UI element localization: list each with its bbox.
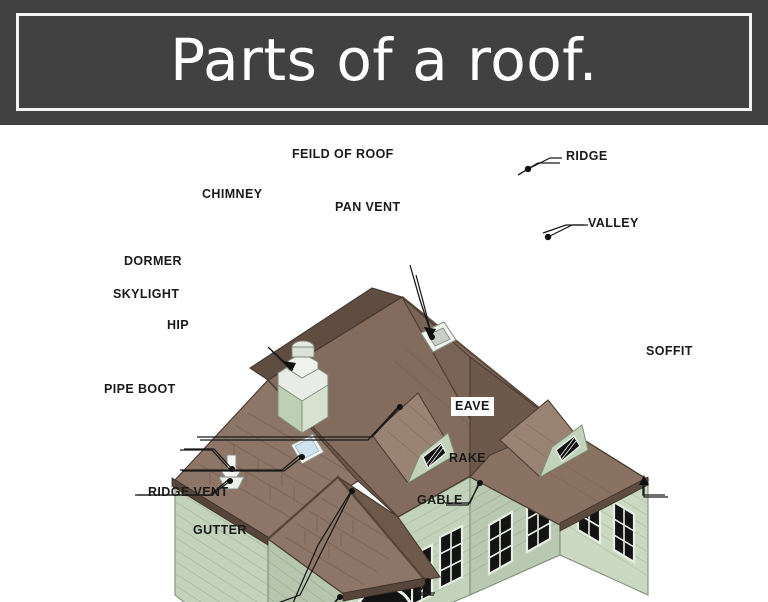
label-dormer: DORMER (124, 254, 182, 268)
label-gutter: GUTTER (193, 523, 247, 537)
front-gable-roof (266, 475, 442, 602)
label-field-of-roof: FEILD OF ROOF (292, 147, 394, 161)
front-gable-rake-edge (267, 475, 426, 581)
leader-valley (547, 224, 584, 238)
label-soffit: SOFFIT (646, 344, 693, 358)
dot-dormer (397, 404, 403, 410)
dot-valley (544, 233, 552, 241)
leader-endpoints (227, 165, 649, 600)
leader-pipe-boot (137, 480, 231, 496)
chimney-flue-body (291, 346, 315, 358)
left-wing-walls (174, 478, 346, 602)
arrow-soffit (639, 475, 649, 485)
main-ridge-line (401, 296, 561, 426)
main-roof-back-slope (249, 287, 404, 381)
label-skylight: SKYLIGHT (113, 287, 180, 301)
front-gable-shingle-lines (284, 497, 402, 586)
dot-eave (477, 480, 483, 486)
leader-eave (446, 482, 481, 506)
chimney (277, 340, 329, 434)
dormer-right (499, 399, 589, 479)
leader-rake (414, 580, 434, 596)
label-ridge: RIDGE (566, 149, 608, 163)
dot-skylight (299, 454, 305, 460)
label-valley: VALLEY (588, 216, 639, 230)
dot-gutter (337, 594, 343, 600)
label-eave: EAVE (451, 397, 494, 416)
leader-ridge-vent (278, 490, 353, 602)
title-banner: Parts of a roof. (0, 0, 768, 125)
leader-ridge (527, 157, 562, 170)
label-gable: GABLE (417, 493, 463, 507)
dot-hip (229, 466, 235, 472)
window-rightwing-front-b (612, 500, 636, 564)
label-chimney: CHIMNEY (202, 187, 263, 201)
title-banner-frame: Parts of a roof. (16, 13, 752, 111)
leader-skylight (182, 456, 303, 472)
roof-illustration: RIDGE VALLEY FEILD OF ROOF CHIMNEY PAN V… (0, 125, 768, 602)
leader-lines-clean (137, 157, 668, 602)
label-pipe-boot: PIPE BOOT (104, 382, 176, 396)
window-rightwing-a (487, 510, 514, 576)
dot-ridge-vent (349, 488, 355, 494)
leader-field-of-roof (415, 274, 433, 338)
label-ridge-vent: RIDGE VENT (148, 485, 229, 499)
leader-hip (184, 448, 233, 470)
arrow-field-of-roof (424, 327, 436, 339)
chimney-body-right-face (301, 384, 329, 434)
dot-pipe-boot (227, 478, 233, 484)
window-center-right (438, 524, 464, 590)
dot-rake (425, 578, 431, 584)
house-illustration-svg (135, 157, 668, 602)
arrow-chimney (283, 361, 296, 371)
page-title: Parts of a roof. (170, 26, 598, 94)
dot-ridge (524, 165, 532, 173)
right-wing-soffit-edge (559, 476, 649, 532)
label-pan-vent: PAN VENT (331, 198, 405, 217)
dormer-center (371, 392, 456, 485)
leader-dormer (197, 406, 401, 438)
label-rake: RAKE (449, 451, 487, 465)
leader-chimney (271, 350, 293, 372)
dormer-right-fan-window (555, 434, 581, 463)
label-hip: HIP (167, 318, 190, 332)
